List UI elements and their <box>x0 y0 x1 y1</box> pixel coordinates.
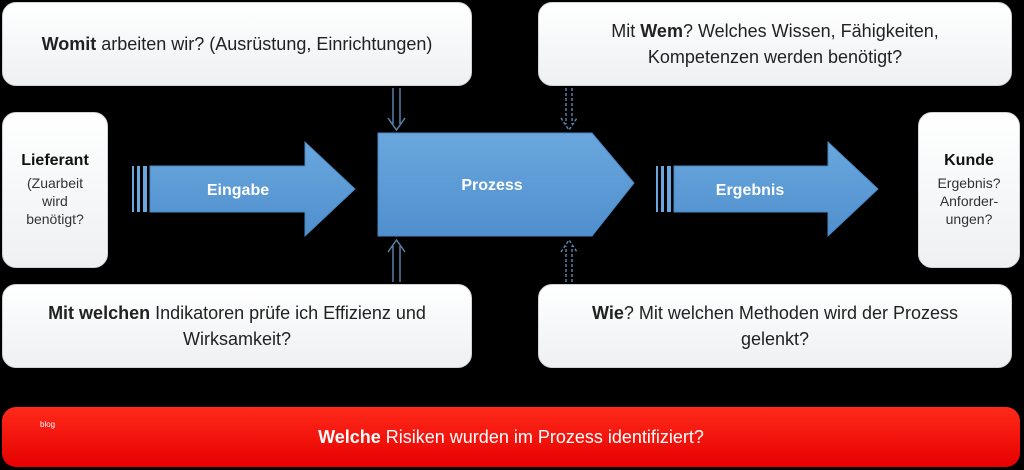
blog-watermark: blog <box>40 420 56 429</box>
risk-banner: Welche Risiken wurden im Prozess identif… <box>2 407 1020 467</box>
resources-question-text: arbeiten wir? (Ausrüstung, Einrichtungen… <box>96 34 433 54</box>
customer-line-1: Ergebnis? <box>937 175 1001 191</box>
resources-question-bold: Womit <box>41 34 97 54</box>
supplier-line-1: (Zuarbeit <box>26 175 84 191</box>
supplier-title: Lieferant <box>21 152 89 169</box>
customer-box: Kunde Ergebnis? Anforder- ungen? <box>918 112 1020 268</box>
competence-question-text: ? Welches Wissen, Fähigkeiten, Kompetenz… <box>647 21 939 67</box>
risk-text: Risiken wurden im Prozess identifiziert? <box>380 426 704 447</box>
output-arrow-label: Ergebnis <box>716 182 785 199</box>
supplier-line-2: wird <box>42 193 68 209</box>
input-arrow <box>132 140 356 238</box>
process-shape <box>377 132 635 237</box>
resources-connector-arrow <box>387 88 406 132</box>
resources-question-box: Womit arbeiten wir? (Ausrüstung, Einrich… <box>2 2 472 86</box>
indicators-connector-arrow <box>387 238 406 282</box>
methods-question-text: ? Mit welchen Methoden wird der Prozess … <box>623 303 958 349</box>
customer-title: Kunde <box>944 152 994 169</box>
competence-question-box: Mit Wem? Welches Wissen, Fähigkeiten, Ko… <box>538 2 1012 86</box>
supplier-box: Lieferant (Zuarbeit wird benötigt? <box>2 112 108 268</box>
supplier-line-3: benötigt? <box>26 211 84 227</box>
indicators-question-text: Indikatoren prüfe ich Effizienz und Wirk… <box>150 303 426 349</box>
methods-connector-arrow <box>560 238 578 282</box>
indicators-question-bold: Mit welchen <box>48 303 151 323</box>
input-arrow-label: Eingabe <box>207 182 269 199</box>
indicators-question-box: Mit welchen Indikatoren prüfe ich Effizi… <box>2 284 472 368</box>
competence-question-bold: Wem <box>640 21 683 41</box>
competence-question-pre: Mit <box>611 21 641 41</box>
competence-connector-arrow <box>560 88 578 132</box>
customer-line-2: Anforder- <box>939 193 999 209</box>
process-label: Prozess <box>461 177 522 194</box>
methods-question-bold: Wie <box>592 303 624 323</box>
risk-bold: Welche <box>318 426 381 447</box>
output-arrow <box>656 140 879 238</box>
customer-line-3: ungen? <box>945 211 993 227</box>
methods-question-box: Wie? Mit welchen Methoden wird der Proze… <box>538 284 1012 368</box>
